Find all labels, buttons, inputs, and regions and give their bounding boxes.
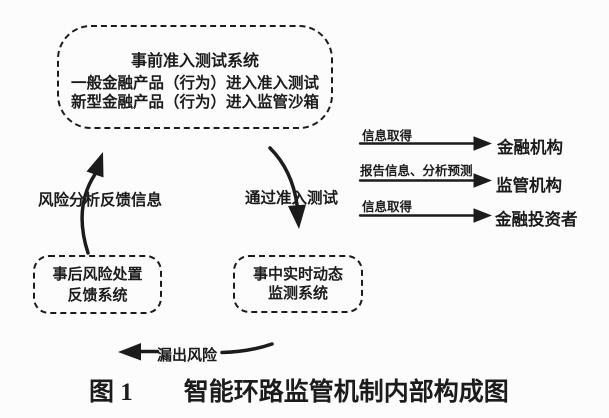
figure-caption-number: 图 1 bbox=[89, 379, 133, 406]
figure-caption: 图 1 智能环路监管机制内部构成图 bbox=[89, 372, 509, 408]
post-risk-line-1: 事后风险处置 bbox=[52, 265, 143, 283]
post-risk-line-2: 反馈系统 bbox=[67, 286, 128, 304]
risk-analysis-feedback-label: 风险分析反馈信息 bbox=[38, 192, 163, 209]
output-arrow-financial-institutions bbox=[358, 136, 492, 151]
figure-caption-text: 智能环路监管机制内部构成图 bbox=[183, 379, 509, 406]
risk-leak-label: 漏出风险 bbox=[157, 347, 218, 364]
pre-entry-test-system-title: 事前准入测试系统 bbox=[130, 53, 259, 70]
pass-test-down-arrow bbox=[268, 146, 306, 229]
output-arrow-investors bbox=[358, 208, 492, 223]
output-1-target-financial-institutions: 金融机构 bbox=[497, 139, 563, 157]
output-1-flow-label: 信息取得 bbox=[362, 129, 413, 143]
realtime-monitoring-system-box: 事中实时动态 监测系统 bbox=[233, 255, 363, 313]
monitor-line-1: 事中实时动态 bbox=[252, 266, 343, 283]
monitor-line-2: 监测系统 bbox=[267, 285, 328, 302]
pre-entry-test-system-box: 事前准入测试系统 一般金融产品（行为）进入准入测试 新型金融产品（行为）进入监管… bbox=[57, 25, 333, 129]
output-2-flow-label: 报告信息、分析预测 bbox=[360, 164, 473, 178]
feedback-up-arrow bbox=[80, 152, 104, 255]
output-2-target-regulators: 监管机构 bbox=[496, 177, 562, 195]
pre-entry-line-general-products: 一般金融产品（行为）进入准入测试 bbox=[71, 75, 320, 92]
pass-entry-test-label: 通过准入测试 bbox=[245, 190, 339, 207]
output-arrow-regulators bbox=[358, 173, 492, 188]
risk-leak-left-arrow bbox=[118, 342, 274, 361]
post-risk-feedback-system-box: 事后风险处置 反馈系统 bbox=[33, 255, 162, 314]
pre-entry-line-new-products: 新型金融产品（行为）进入监管沙箱 bbox=[71, 94, 320, 111]
output-3-target-investors: 金融投资者 bbox=[495, 211, 578, 229]
output-3-flow-label: 信息取得 bbox=[362, 200, 413, 214]
